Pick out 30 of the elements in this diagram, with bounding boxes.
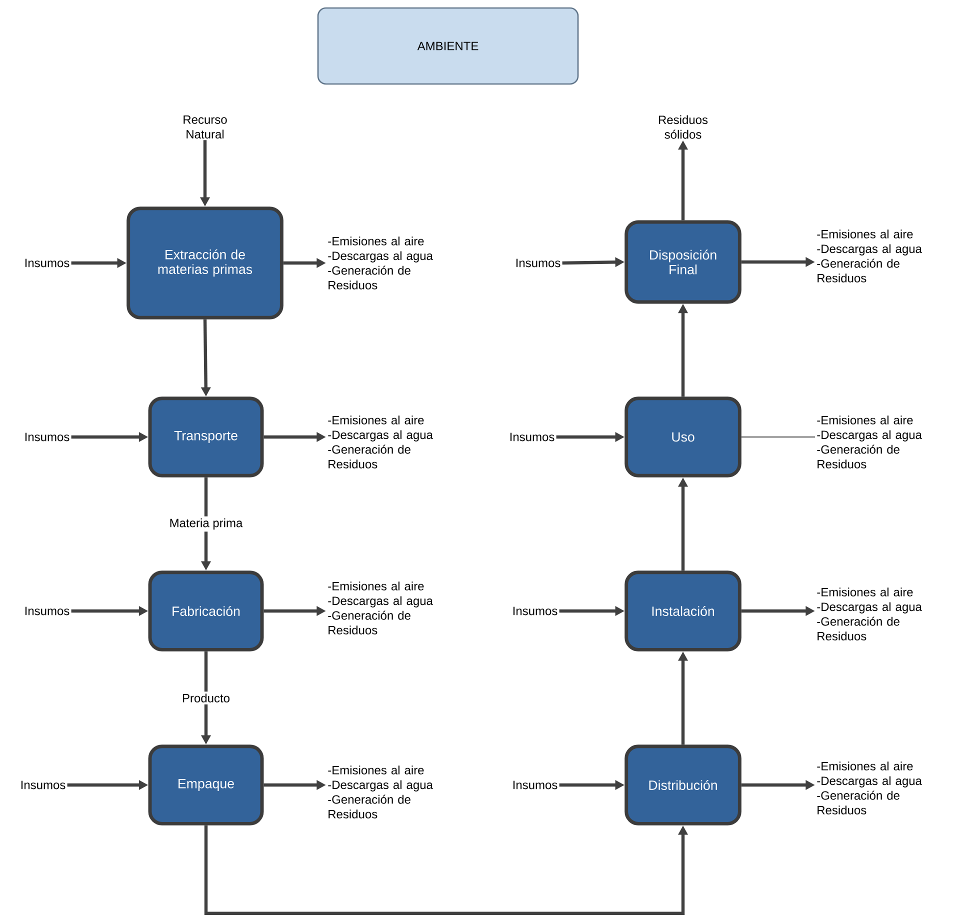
output-list: -Emisiones al aire -Descargas al agua -Generación de Residuos [817,762,922,814]
input-label: Insumos [516,258,560,268]
process-box: Extracción de materias primas [126,206,284,320]
input-label: Insumos [510,432,554,442]
process-box: Empaque [148,744,264,826]
process-box: Transporte [148,396,264,478]
edge-label: Producto [180,692,232,704]
output-list: -Emisiones al aire -Descargas al agua -Generación de Residuos [817,588,922,640]
input-label: Insumos [25,258,70,268]
output-list: -Emisiones al aire -Descargas al agua -Generación de Residuos [328,236,433,290]
process-box: Uso [624,396,742,478]
input-label: Insumos [513,780,558,790]
input-label: Insumos [21,780,66,790]
output-list: -Emisiones al aire -Descargas al agua -Generación de Residuos [817,416,922,468]
process-box: Distribución [624,744,742,826]
flow-label: Residuos sólidos [658,115,708,139]
flow-label: Recurso Natural [184,115,227,139]
process-box: Disposición Final [624,220,742,304]
output-list: -Emisiones al aire -Descargas al agua -Generación de Residuos [817,230,922,282]
output-list: -Emisiones al aire -Descargas al agua -Generación de Residuos [328,582,433,634]
connector-line [741,436,816,438]
input-label: Insumos [513,606,558,616]
process-box: Fabricación [148,570,264,652]
input-label: Insumos [25,606,70,616]
title-box: AMBIENTE [317,7,579,85]
output-list: -Emisiones al aire -Descargas al agua -Generación de Residuos [328,416,433,468]
process-box: Instalación [624,570,742,652]
input-label: Insumos [25,432,70,442]
output-list: -Emisiones al aire -Descargas al agua -Generación de Residuos [328,766,433,818]
edge-label: Materia prima [167,516,245,532]
